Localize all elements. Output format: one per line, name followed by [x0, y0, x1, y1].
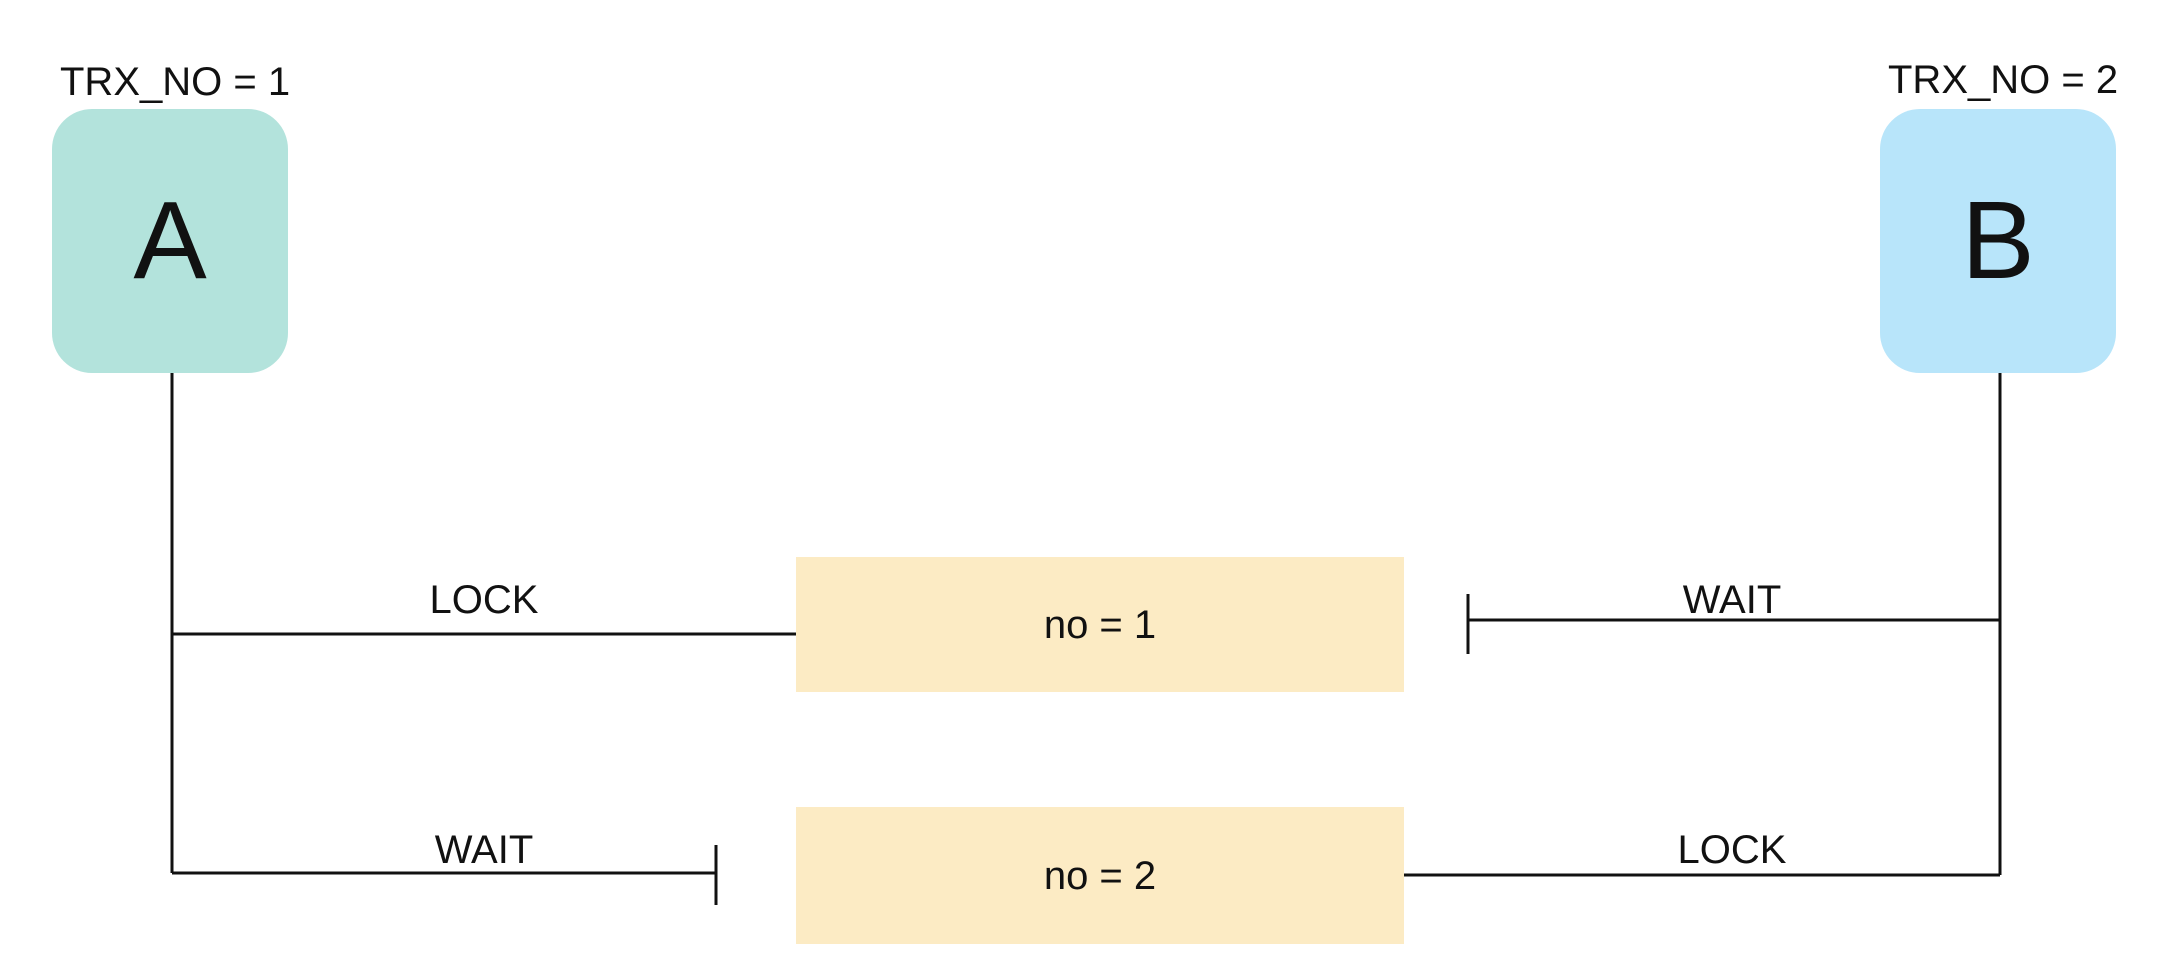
edge-label-b-wait: WAIT [1682, 578, 1782, 622]
row-no-1-label: no = 1 [1043, 602, 1157, 647]
row-no-2-label: no = 2 [1043, 853, 1157, 898]
txn-b-id-label: TRX_NO = 2 [1888, 58, 2119, 102]
row-no-1-box: no = 1 [796, 557, 1404, 692]
edge-label-a-lock: LOCK [429, 578, 539, 622]
txn-a-box: A [52, 109, 288, 373]
txn-b-name: B [1961, 179, 2035, 302]
txn-a-name: A [133, 179, 207, 302]
edge-label-b-lock: LOCK [1677, 828, 1787, 872]
txn-a-id-label: TRX_NO = 1 [60, 60, 291, 104]
txn-b-box: B [1880, 109, 2116, 373]
row-no-2-box: no = 2 [796, 807, 1404, 944]
edge-label-a-wait: WAIT [434, 828, 534, 872]
